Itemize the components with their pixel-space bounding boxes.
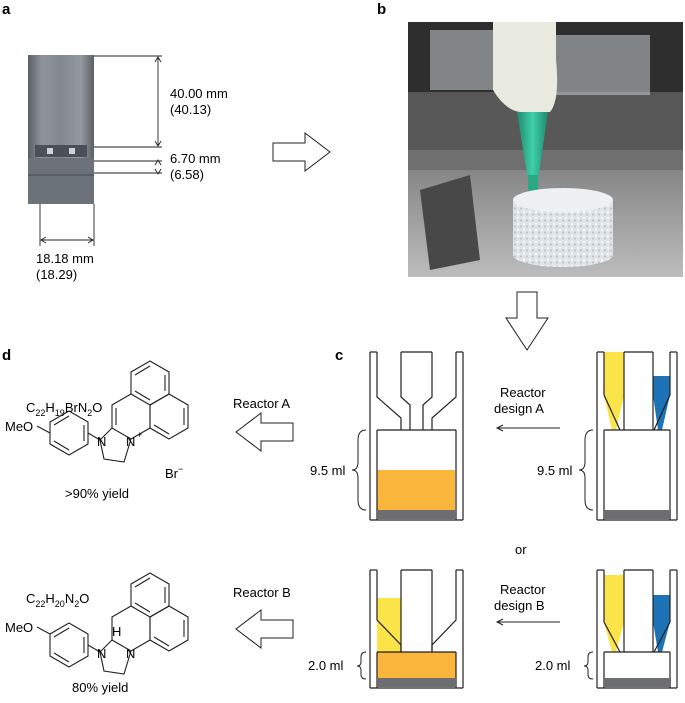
yield-b: 80% yield [72,680,128,695]
arrow-left-icon [495,618,560,626]
n-label-a1: N [97,434,106,449]
liquid-yellow [604,352,624,430]
yield-a: >90% yield [65,486,129,501]
volume-a-right: 9.5 ml [537,463,573,478]
dim-width-measured: (18.29) [36,267,77,282]
dim-height: 40.00 mm [170,86,228,101]
br-label: Br− [165,464,183,481]
reactor-b-design-line1: Reactor [500,582,546,597]
brace-b-left [356,651,367,680]
reactor-a-design-line1: Reactor [500,385,546,400]
dimension-lines [39,55,162,246]
reactor-a-design [596,351,678,521]
meo-label-b: MeO [5,620,33,635]
or-label: or [515,542,527,557]
base-plate [604,510,671,519]
arrow-left-icon [495,424,560,432]
reactor-b-filled [369,569,464,689]
reactor-cad-render [28,55,94,204]
brace-a-right [578,429,594,511]
molecule-b [36,572,189,675]
h-label: H [112,624,121,639]
brace-a-left [351,429,367,511]
n-plus: + [137,430,142,440]
liquid-blue [653,595,670,652]
formula-a: C22H19BrN2O [26,400,102,418]
panel-b-label: b [377,1,386,18]
reactor-a-filled [369,351,464,521]
volume-b-left: 2.0 ml [308,658,344,673]
liquid-yellow [604,575,624,652]
base-plate [604,678,671,687]
arrow-left-icon [235,608,294,650]
reactor-b-design [596,569,678,689]
base-plate [377,678,456,687]
arrow-left-icon [235,411,294,453]
liquid-blue [653,376,670,430]
panel-b: b [377,1,683,277]
brace-b-right [583,651,594,680]
panel-a: a 40.00 mm (40.13) [2,1,228,282]
liquid-orange [377,652,456,678]
arrow-right-icon [272,131,331,173]
panel-c-label: c [335,347,343,364]
dim-gap: 6.70 mm [170,151,221,166]
dim-height-measured: (40.13) [170,102,211,117]
formula-b: C22H20N2O [26,591,89,609]
n-label-b1: N [97,646,106,661]
liquid-orange [377,470,455,510]
volume-a-left: 9.5 ml [310,463,346,478]
arrow-down-icon [505,291,549,351]
dim-width: 18.18 mm [36,251,94,266]
reactor-b-design-line2: design B [494,598,545,613]
n-label-b2: N [126,646,135,661]
reactor-a-label: Reactor A [233,396,290,411]
molecule-a [36,360,189,463]
n-label-a2: N [126,434,135,449]
reactor-b-label: Reactor B [233,585,291,600]
panel-a-label: a [2,1,11,18]
dim-gap-measured: (6.58) [170,167,204,182]
volume-b-right: 2.0 ml [535,658,571,673]
printing-photo [408,22,683,277]
reactor-a-design-line2: design A [494,401,544,416]
panel-d-label: d [2,347,11,364]
meo-label-a: MeO [5,419,33,434]
base-plate [377,510,456,519]
panel-c: c [308,347,678,689]
liquid-yellow [377,598,401,652]
panel-d: d C22H19BrN2O MeO N [2,347,294,695]
